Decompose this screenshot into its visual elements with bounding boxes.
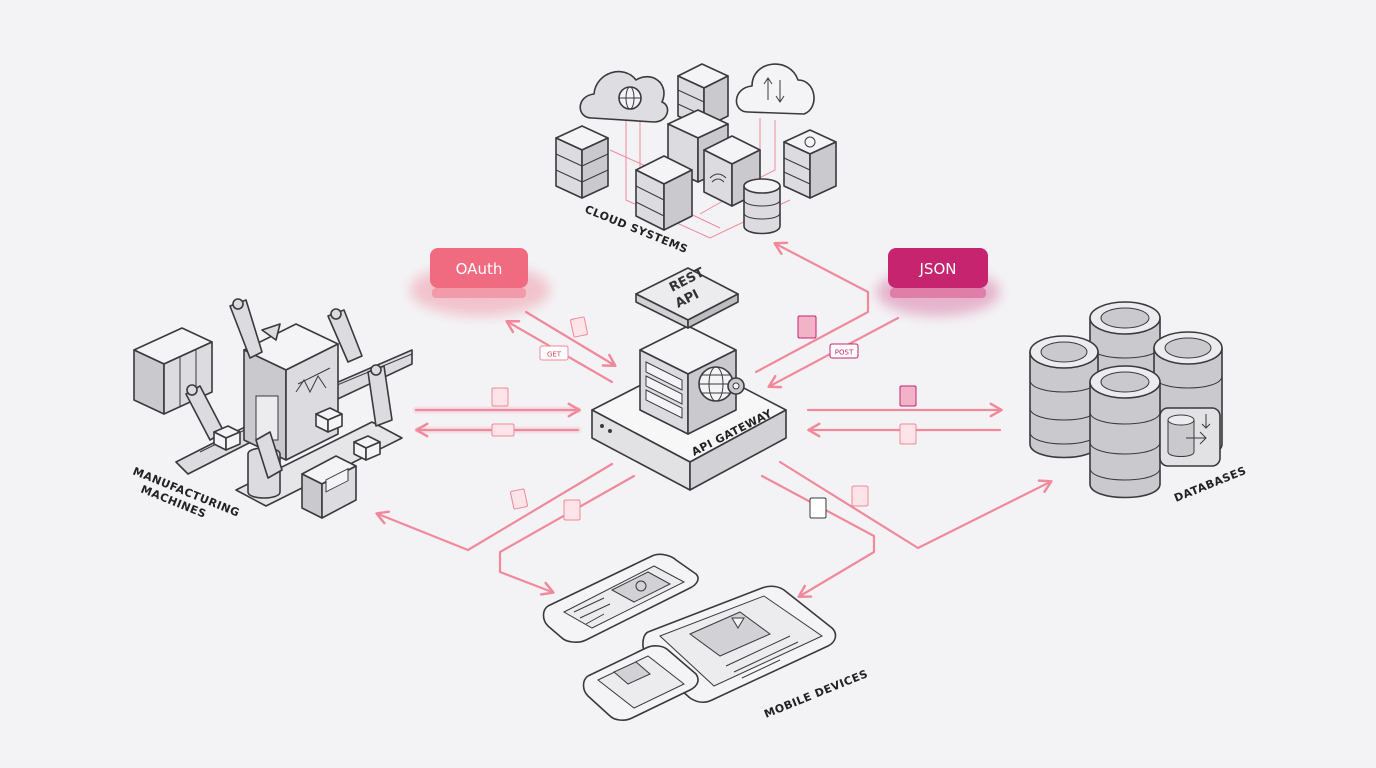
cloud-globe-icon (579, 70, 669, 123)
oauth-badge: OAuth (410, 248, 550, 316)
databases-cluster: DATABASES (1029, 301, 1248, 505)
api-gateway-hub: API GATEWAY REST API (591, 265, 787, 491)
mobile-devices-cluster: MOBILE DEVICES (542, 553, 870, 721)
phone-icon (542, 553, 699, 643)
server-rack-icon (703, 135, 761, 207)
get-tag-text: GET (547, 351, 562, 359)
cloud-systems-cluster: CLOUD SYSTEMS (555, 63, 837, 256)
mobile-devices-label: MOBILE DEVICES (762, 667, 870, 721)
gear-icon (727, 377, 745, 395)
cloud-sync-icon (735, 63, 815, 115)
get-tag: GET (539, 345, 569, 361)
cargo-boxes (213, 407, 381, 461)
database-cylinder-icon (743, 178, 781, 235)
packet-tags: GET POST (491, 315, 917, 521)
database-cylinder-icon (1029, 335, 1099, 459)
oauth-badge-text: OAuth (456, 260, 503, 278)
globe-icon (698, 366, 734, 402)
server-rack-icon (133, 327, 213, 415)
server-rack-icon (783, 129, 837, 199)
document-icon (491, 315, 917, 521)
rest-api-badge: REST API (635, 265, 739, 329)
server-rack-icon (555, 125, 609, 199)
json-badge-text: JSON (919, 260, 957, 278)
manufacturing-cluster: MANUFACTURING MACHINES (131, 298, 413, 521)
database-cylinder-icon (1089, 365, 1161, 499)
robot-arm-icon (185, 298, 393, 499)
json-badge: JSON (876, 248, 1000, 316)
databases-label: DATABASES (1172, 464, 1248, 505)
flow-gateway-cloud (754, 241, 900, 389)
server-rack-icon (645, 361, 683, 419)
server-rack-icon (635, 155, 693, 231)
database-sync-icon (1159, 407, 1221, 467)
post-tag-text: POST (835, 349, 854, 357)
phone-icon (582, 645, 699, 721)
post-tag: POST (829, 343, 859, 359)
